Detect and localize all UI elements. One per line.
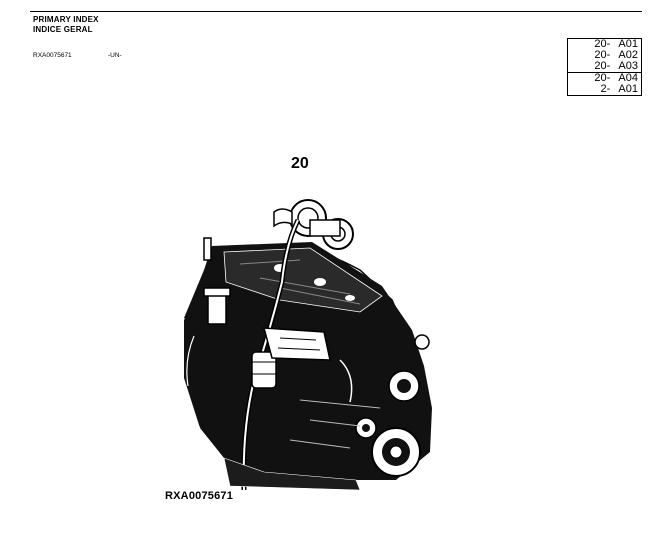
engine-illustration-icon <box>169 199 432 490</box>
top-rule <box>30 11 642 12</box>
index-row-number: 20- <box>567 72 614 84</box>
index-row-section: A03 <box>618 60 638 72</box>
index-row-number: 20- <box>594 60 611 72</box>
index-row-number: 20- <box>594 38 611 50</box>
index-row-section: A01 <box>618 83 638 95</box>
index-row-section: A02 <box>618 49 638 61</box>
document-id: RXA0075671 <box>33 52 72 59</box>
index-row-section: A01 <box>618 38 638 50</box>
index-row-number: 20- <box>594 49 611 61</box>
section-index-table: 20- A01 20- A02 20- A03 20- A04 2- A01 <box>567 38 642 96</box>
figure-caption: RXA0075671 <box>165 490 234 502</box>
group-number: 20 <box>291 155 309 172</box>
index-row[interactable]: 2- A01 <box>568 84 642 96</box>
index-row-section: A04 <box>613 72 642 84</box>
page-title-en: PRIMARY INDEX <box>33 15 99 24</box>
index-row[interactable]: 20- A01 <box>568 39 642 51</box>
document-code: -UN- <box>108 52 122 59</box>
index-row-number: 2- <box>600 83 611 95</box>
index-row[interactable]: 20- A04 <box>567 72 642 84</box>
index-row[interactable]: 20- A02 <box>568 50 642 61</box>
index-row[interactable]: 20- A03 <box>568 61 642 73</box>
page-title-pt: INDICE GERAL <box>33 25 93 34</box>
